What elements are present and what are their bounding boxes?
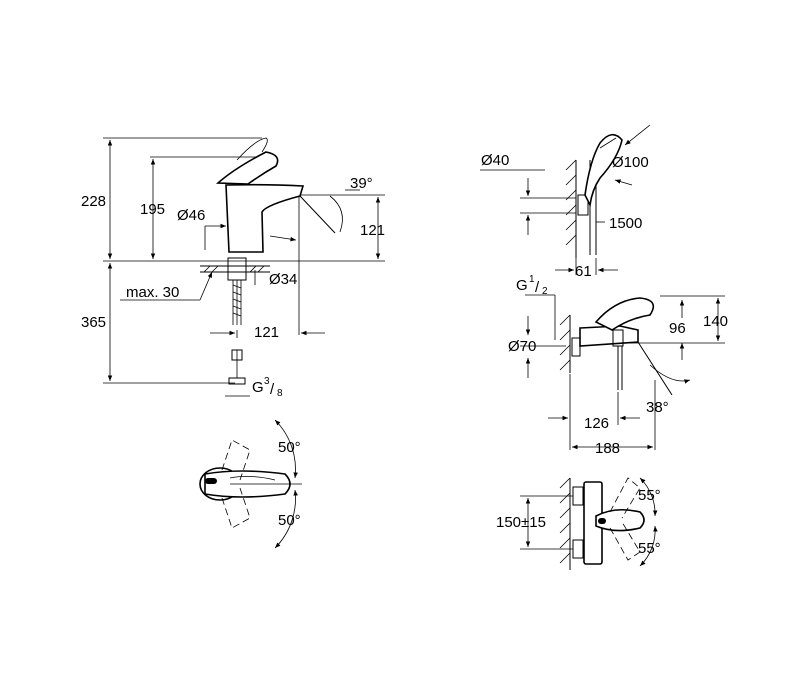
front-wall-hatch [559, 477, 571, 564]
label-body-diameter: Ø46 [177, 207, 205, 224]
deck-hatch [203, 265, 265, 273]
label-height-195: 195 [140, 201, 165, 218]
label-swivel-top: 55° [638, 487, 661, 504]
label-swivel-bottom: 55° [638, 540, 661, 557]
svg-text:/: / [535, 279, 540, 296]
label-centers: 150±15 [496, 514, 546, 531]
label-lever-angle-39: 39° [350, 175, 373, 192]
shower-set-view [480, 124, 651, 275]
svg-text:/: / [270, 381, 275, 398]
label-spout-reach-121: 121 [254, 324, 279, 341]
label-thread-1-2: G 1 / 2 [516, 274, 548, 297]
label-flange-diameter: Ø70 [508, 338, 536, 355]
label-hose-365: 365 [81, 314, 106, 331]
bath-mixer-front-view [520, 477, 658, 570]
label-height-140: 140 [703, 313, 728, 330]
bath-wall-hatch [559, 314, 571, 371]
basin-mixer-top-view [199, 419, 302, 549]
label-lever-angle-38: 38° [646, 399, 669, 416]
shower-wall-hatch [565, 159, 577, 246]
label-height-96: 96 [669, 320, 686, 337]
label-wall-offset-61: 61 [575, 263, 592, 280]
label-hole-diameter: Ø34 [269, 271, 297, 288]
svg-text:1: 1 [529, 274, 535, 285]
label-hose-1500: 1500 [609, 215, 642, 232]
label-head-diameter: Ø100 [612, 154, 649, 171]
svg-text:G: G [516, 277, 528, 294]
label-spout-height-121: 121 [360, 222, 385, 239]
basin-mixer-side-view [103, 137, 385, 397]
svg-text:8: 8 [277, 388, 283, 399]
svg-text:2: 2 [542, 286, 548, 297]
svg-text:3: 3 [264, 376, 270, 387]
bath-mixer-side-view [520, 294, 725, 450]
label-max-deck: max. 30 [126, 284, 179, 301]
label-swivel-right: 50° [278, 512, 301, 529]
label-reach-188: 188 [595, 440, 620, 457]
label-swivel-left: 50° [278, 439, 301, 456]
label-rail-diameter: Ø40 [481, 152, 509, 169]
label-thread-3-8: G 3 / 8 [252, 376, 283, 399]
label-height-228: 228 [81, 193, 106, 210]
svg-text:G: G [252, 379, 264, 396]
label-reach-126: 126 [584, 415, 609, 432]
